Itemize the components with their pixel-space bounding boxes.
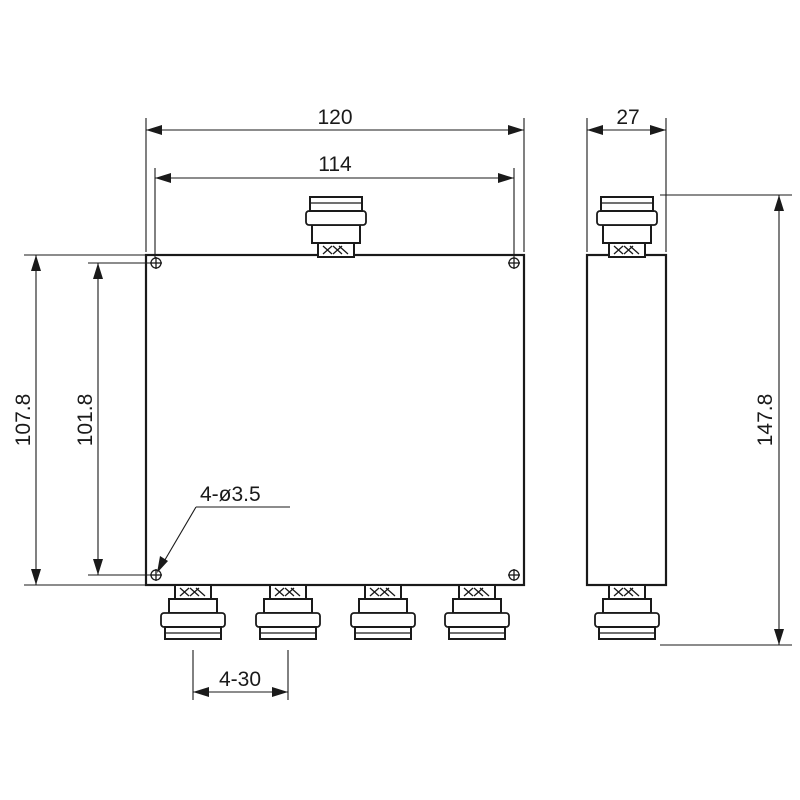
input-connector [305, 196, 367, 258]
front-housing [144, 253, 526, 587]
output-connector-2 [255, 584, 321, 640]
dim-overall-height: 107.8 [12, 254, 146, 586]
output-connector-1 [160, 584, 226, 640]
hole-callout: 4-ø3.5 [157, 483, 290, 573]
dim-label-107-8: 107.8 [12, 394, 35, 447]
side-top-connector [596, 196, 658, 258]
dim-total-height: 147.8 [660, 194, 792, 646]
dim-hole-spacing-width: 114 [154, 153, 515, 258]
dim-label-147-8: 147.8 [754, 394, 777, 447]
dim-label-27: 27 [616, 106, 639, 129]
side-housing [585, 253, 668, 587]
dim-label-4-30: 4-30 [219, 668, 261, 691]
dim-label-101-8: 101.8 [74, 394, 97, 447]
output-connector-3 [350, 584, 416, 640]
side-bottom-connector [594, 584, 660, 640]
dim-label-hole: 4-ø3.5 [200, 483, 261, 506]
dim-overall-width: 120 [145, 106, 525, 252]
output-connector-4 [444, 584, 510, 640]
dim-side-depth: 27 [586, 106, 667, 252]
dim-hole-spacing-height: 101.8 [74, 262, 152, 576]
mounting-holes [150, 257, 520, 581]
dim-port-pitch: 4-30 [192, 650, 289, 700]
dim-label-114: 114 [318, 153, 352, 176]
dim-label-120: 120 [317, 106, 352, 129]
